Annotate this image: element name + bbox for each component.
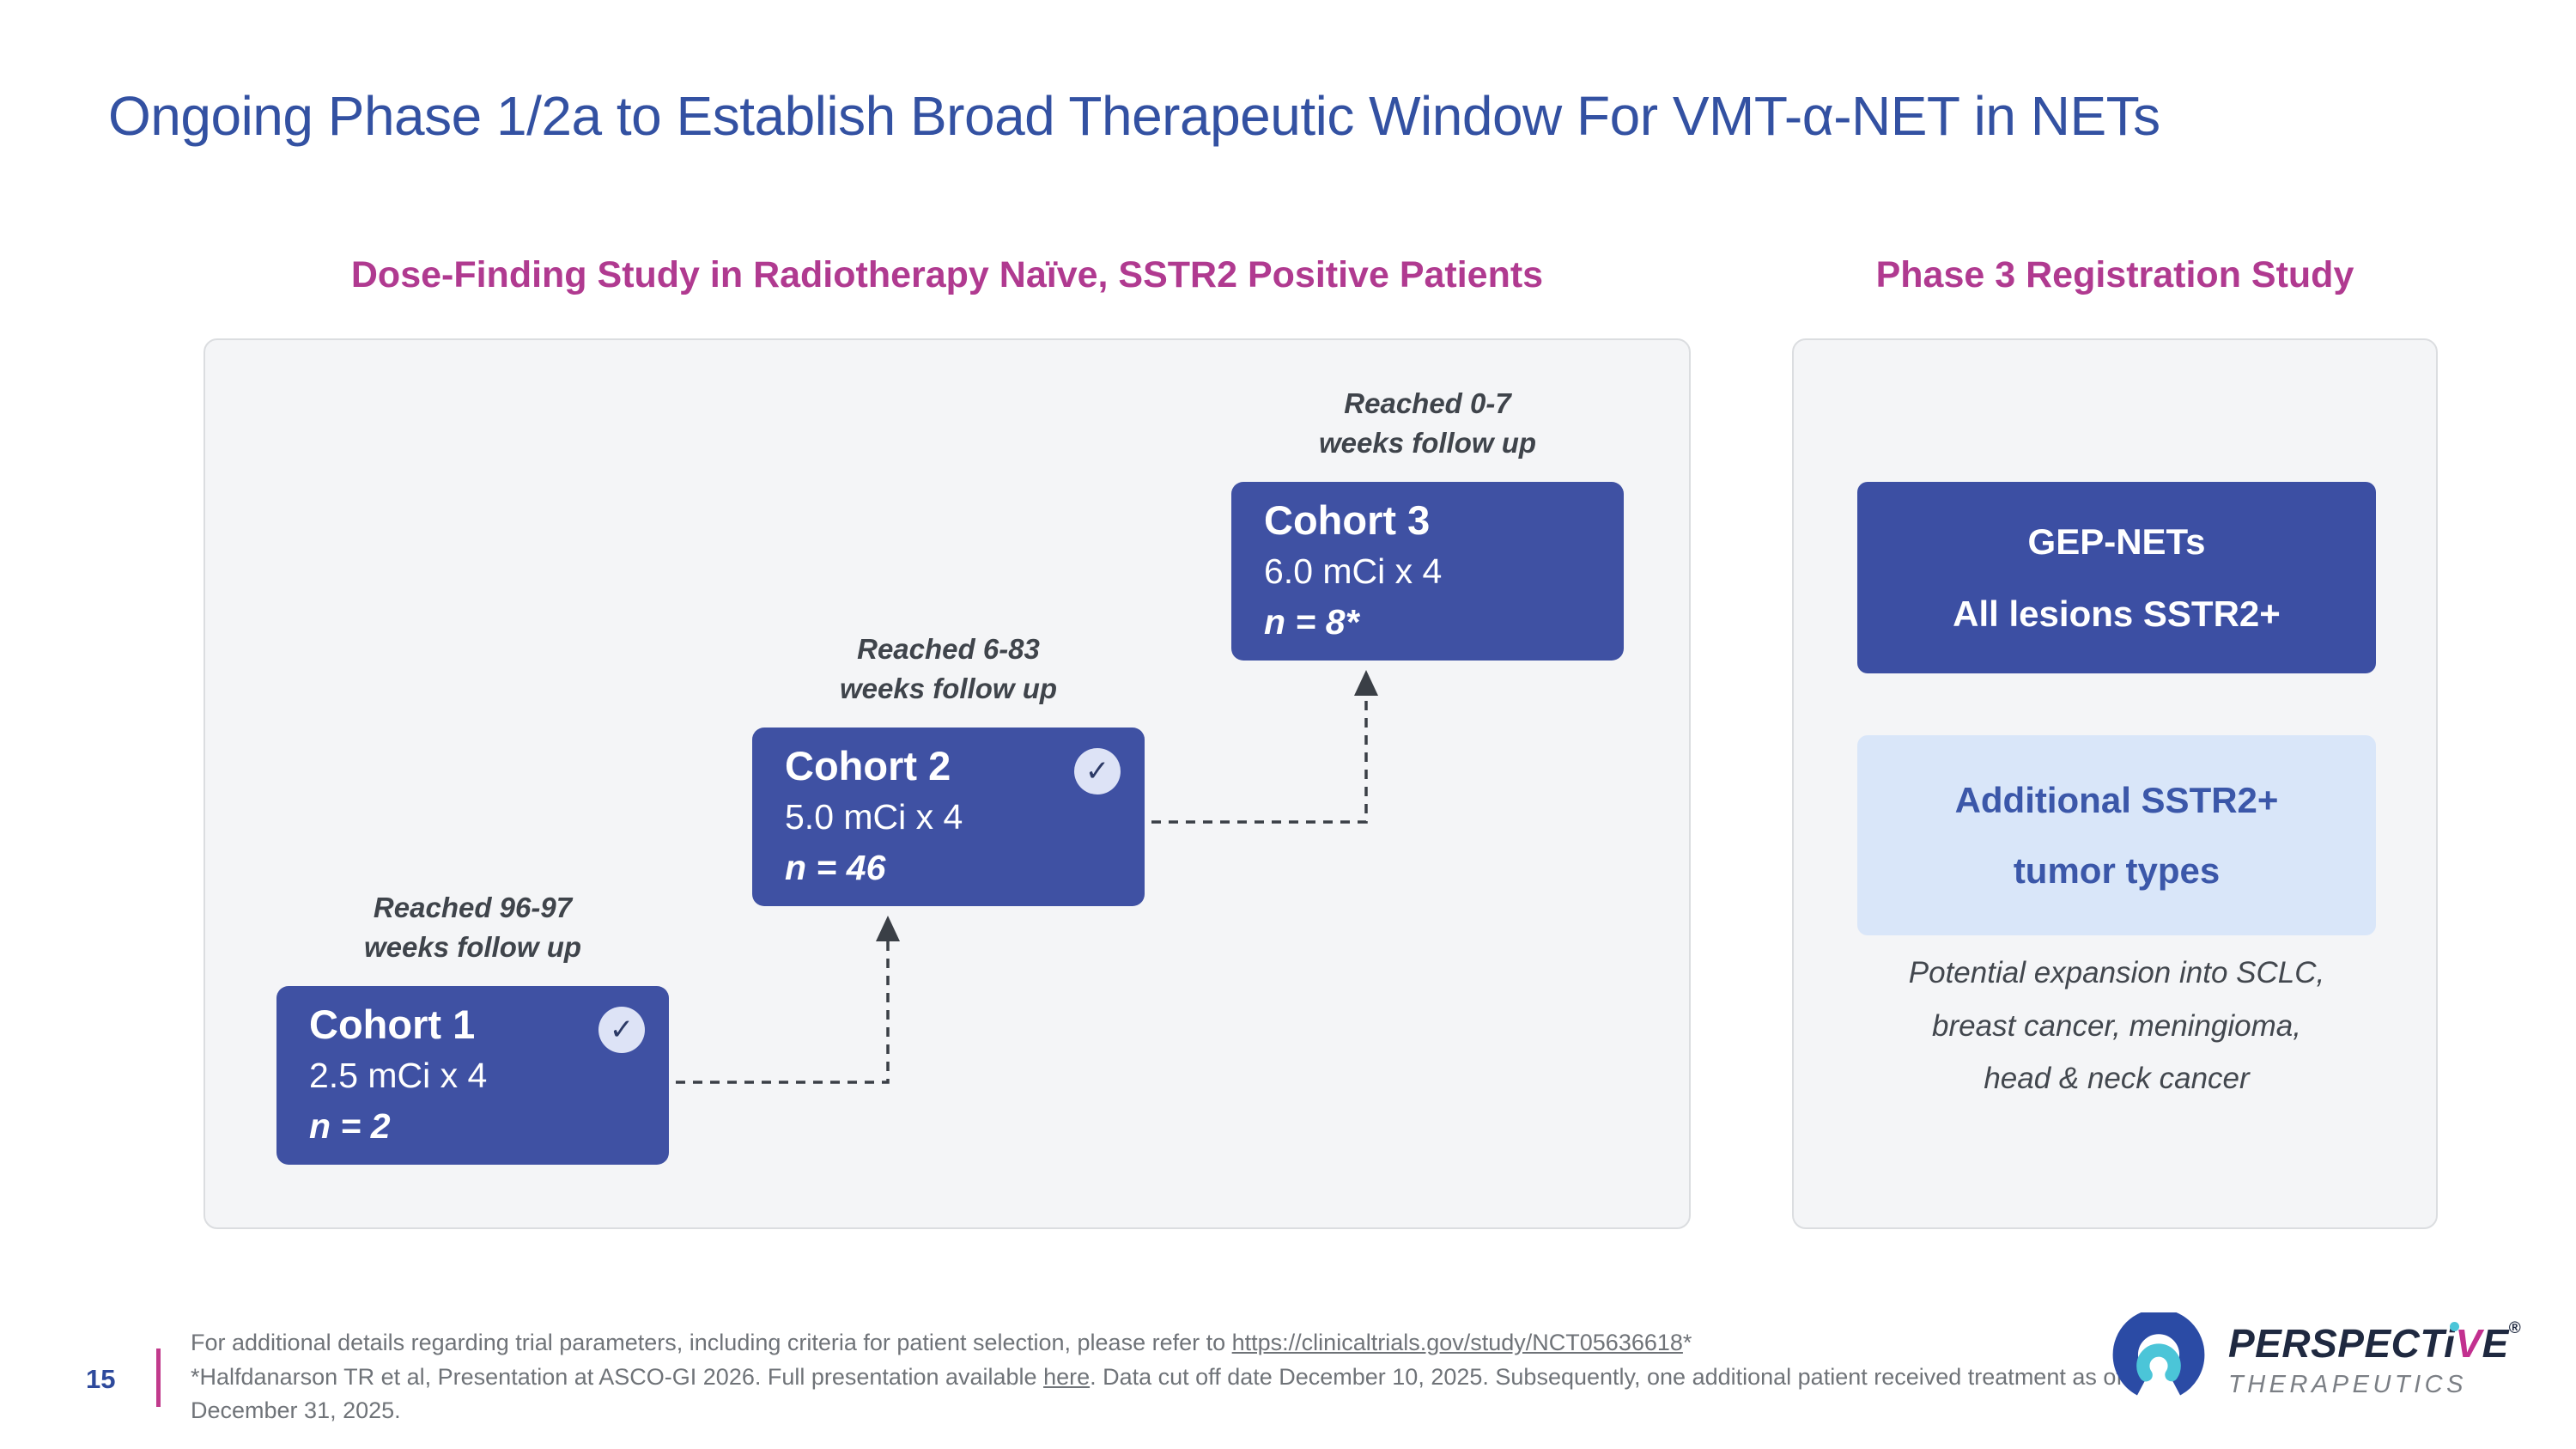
cohort-n: n = 2 — [309, 1106, 391, 1147]
clinicaltrials-link[interactable]: https://clinicaltrials.gov/study/NCT0563… — [1231, 1330, 1683, 1355]
arrow-cohort2-to-cohort3 — [1151, 696, 1368, 824]
page-number: 15 — [86, 1364, 116, 1394]
footnote-text: * — [1682, 1330, 1692, 1355]
followup-label-line: weeks follow up — [1318, 426, 1537, 459]
cohort-card-3: Cohort 3 6.0 mCi x 4 n = 8* — [1231, 482, 1624, 661]
followup-label-line: Reached 96-97 — [373, 892, 573, 923]
followup-label-line: Reached 6-83 — [857, 633, 1040, 665]
completed-check-icon: ✓ — [1074, 748, 1121, 795]
footnote-line-3: December 31, 2025. — [191, 1397, 401, 1424]
additional-tumors-line2: tumor types — [2013, 849, 2221, 891]
accent-bar — [156, 1349, 161, 1407]
logo-outer-arc — [2112, 1312, 2205, 1401]
section-header-dose-finding: Dose-Finding Study in Radiotherapy Naïve… — [350, 254, 1544, 295]
gep-nets-box: GEP-NETs All lesions SSTR2+ — [1857, 482, 2376, 673]
cohort-title: Cohort 2 — [785, 743, 951, 788]
footnote-line-1: For additional details regarding trial p… — [191, 1326, 2140, 1361]
arrow-cohort1-to-cohort2 — [676, 941, 890, 1084]
cohort-dose: 6.0 mCi x 4 — [1264, 551, 1443, 591]
brand-e: E — [2482, 1320, 2509, 1366]
brand-part1: PERSPECT — [2228, 1320, 2445, 1366]
gep-nets-line1: GEP-NETs — [2027, 521, 2206, 562]
footnote-text: For additional details regarding trial p… — [191, 1330, 1232, 1355]
footnote-text: *Halfdanarson TR et al, Presentation at … — [191, 1363, 1044, 1390]
presentation-link[interactable]: here — [1043, 1363, 1091, 1390]
followup-label-line: weeks follow up — [839, 672, 1058, 704]
registered-mark: ® — [2508, 1318, 2522, 1337]
dose-finding-panel: Reached 96-97 weeks follow up Reached 6-… — [204, 338, 1691, 1229]
footnote: For additional details regarding trial p… — [191, 1326, 2140, 1428]
page-title: Ongoing Phase 1/2a to Establish Broad Th… — [108, 85, 2160, 147]
additional-tumors-box: Additional SSTR2+ tumor types — [1857, 735, 2376, 935]
cohort-card-1: ✓ Cohort 1 2.5 mCi x 4 n = 2 — [276, 986, 669, 1165]
followup-label-cohort1: Reached 96-97 weeks follow up — [276, 888, 669, 966]
arrowhead-cohort2 — [876, 916, 900, 941]
cohort-n: n = 8* — [1264, 602, 1359, 642]
phase3-panel: GEP-NETs All lesions SSTR2+ Additional S… — [1792, 338, 2438, 1229]
cohort-n: n = 46 — [785, 848, 886, 888]
expansion-note-line: head & neck cancer — [1984, 1062, 2250, 1096]
brand-v: V — [2455, 1320, 2482, 1366]
cohort-card-2: ✓ Cohort 2 5.0 mCi x 4 n = 46 — [752, 728, 1145, 906]
brand-subtitle: THERAPEUTICS — [2228, 1370, 2467, 1398]
cohort-title: Cohort 1 — [309, 1002, 476, 1047]
section-header-phase3: Phase 3 Registration Study — [1875, 254, 2354, 295]
cohort-title: Cohort 3 — [1264, 497, 1431, 543]
arrowhead-cohort3 — [1354, 670, 1378, 696]
expansion-note-line: breast cancer, meningioma, — [1932, 1008, 2301, 1043]
footnote-text: . Data cut off date December 10, 2025. S… — [1090, 1363, 2123, 1390]
brand-i: i — [2444, 1320, 2456, 1366]
logo-inner-arc — [2136, 1343, 2181, 1389]
footnote-line-2: *Halfdanarson TR et al, Presentation at … — [191, 1361, 2140, 1395]
followup-label-line: Reached 0-7 — [1344, 387, 1511, 419]
cohort-dose: 5.0 mCi x 4 — [785, 796, 963, 837]
brand-name: PERSPECTiVE® — [2228, 1319, 2521, 1367]
expansion-note: Potential expansion into SCLC, breast ca… — [1820, 947, 2414, 1105]
expansion-note-line: Potential expansion into SCLC, — [1908, 956, 2325, 989]
perspective-therapeutics-logo: PERSPECTiVE® THERAPEUTICS — [2108, 1312, 2521, 1405]
cohort-dose: 2.5 mCi x 4 — [309, 1055, 488, 1095]
followup-label-line: weeks follow up — [363, 930, 582, 963]
additional-tumors-line1: Additional SSTR2+ — [1954, 779, 2279, 820]
logo-arc-icon — [2112, 1312, 2205, 1401]
followup-label-cohort2: Reached 6-83 weeks follow up — [752, 630, 1145, 708]
logo-text: PERSPECTiVE® THERAPEUTICS — [2228, 1319, 2521, 1399]
followup-label-cohort3: Reached 0-7 weeks follow up — [1231, 384, 1624, 462]
completed-check-icon: ✓ — [598, 1007, 645, 1053]
gep-nets-line2: All lesions SSTR2+ — [1953, 593, 2281, 634]
